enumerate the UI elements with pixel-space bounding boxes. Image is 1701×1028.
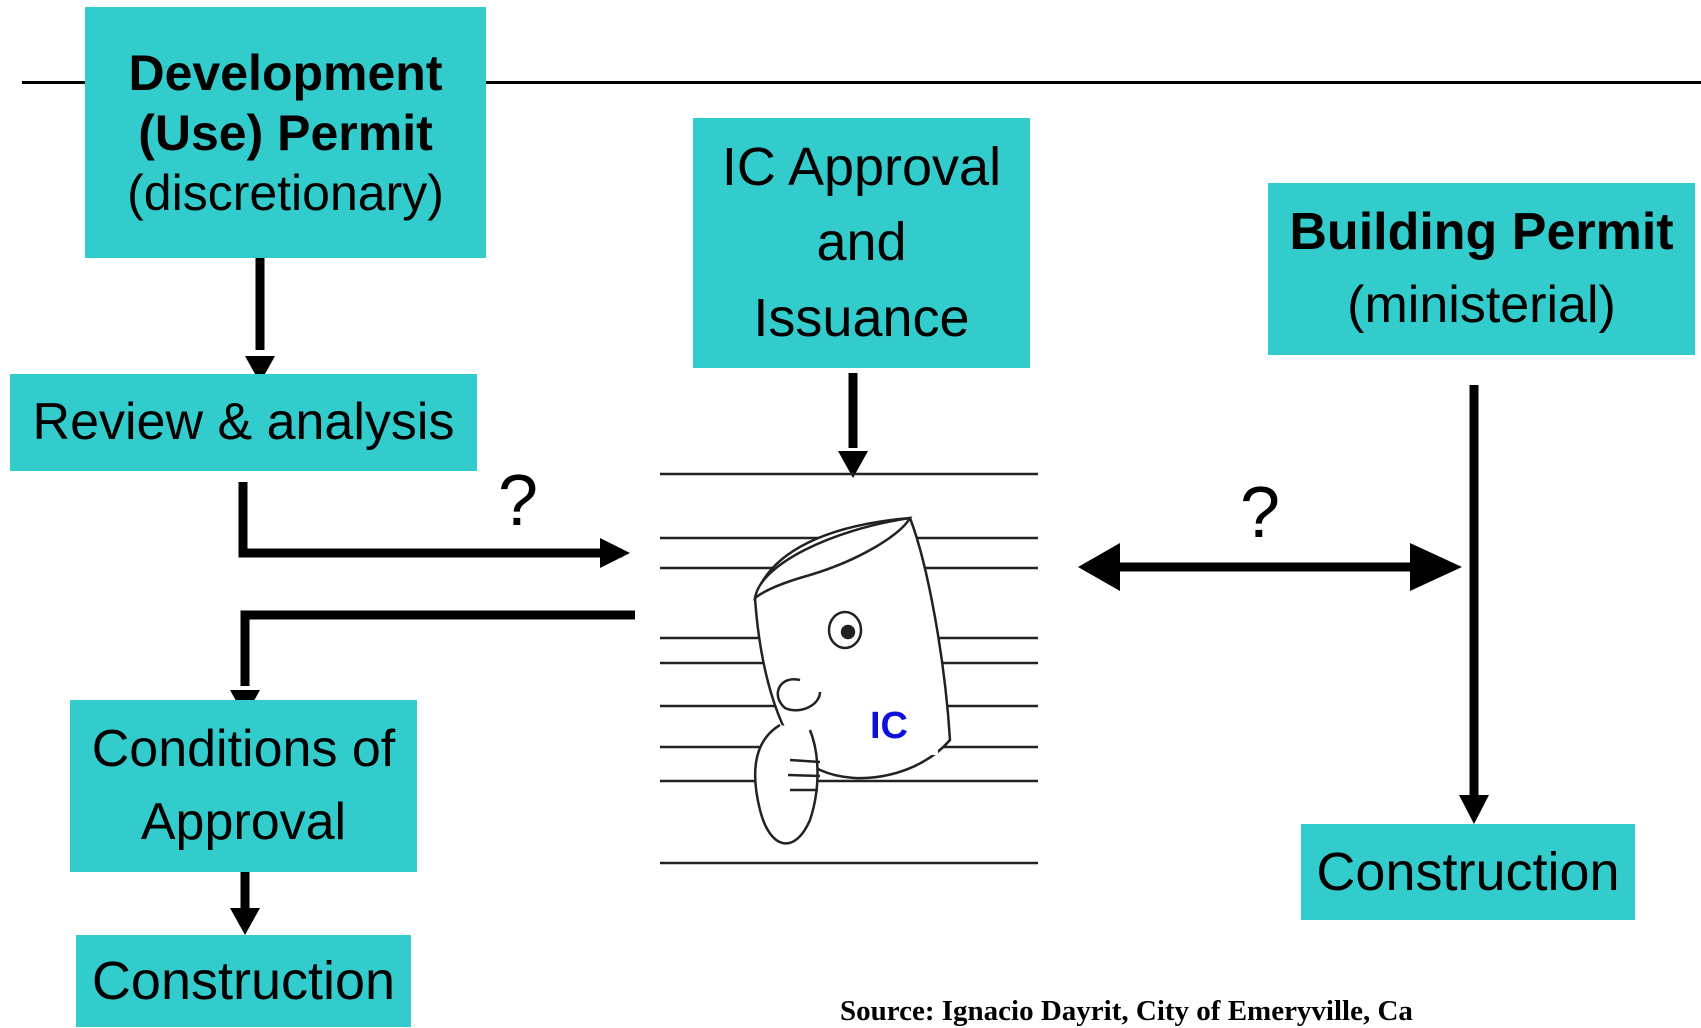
conditions-of-approval-box: Conditions of Approval bbox=[70, 700, 417, 872]
construction-left-box: Construction bbox=[76, 935, 411, 1027]
development-permit-line2: (Use) Permit bbox=[138, 104, 433, 161]
source-credit: Source: Ignacio Dayrit, City of Emeryvil… bbox=[840, 995, 1413, 1027]
development-permit-line3: (discretionary) bbox=[127, 164, 444, 221]
conditions-line1: Conditions of bbox=[91, 720, 396, 779]
question-mark-left: ? bbox=[498, 461, 539, 541]
ic-approval-box: IC Approval and Issuance bbox=[693, 118, 1030, 368]
arrow-review-to-ic bbox=[238, 482, 622, 558]
building-permit-line2: (ministerial) bbox=[1347, 276, 1616, 334]
ic-cartoon-figure bbox=[660, 472, 1038, 865]
construction-right-label: Construction bbox=[1316, 841, 1620, 902]
review-analysis-box: Review & analysis bbox=[10, 374, 477, 471]
question-mark-right: ? bbox=[1240, 473, 1281, 553]
construction-right-box: Construction bbox=[1301, 824, 1635, 920]
development-permit-line1: Development bbox=[128, 44, 443, 101]
header-divider-line bbox=[22, 81, 1701, 84]
ic-label-box bbox=[858, 700, 938, 755]
development-permit-box: Development (Use) Permit (discretionary) bbox=[85, 7, 486, 258]
arrow-ic-to-conditions bbox=[240, 610, 635, 686]
building-permit-line1: Building Permit bbox=[1289, 203, 1674, 262]
ic-approval-line1: IC Approval bbox=[721, 136, 1002, 197]
construction-left-label: Construction bbox=[91, 950, 396, 1011]
ic-approval-line3: Issuance bbox=[753, 287, 970, 348]
review-analysis-label: Review & analysis bbox=[32, 393, 455, 452]
ic-approval-line2: and bbox=[816, 212, 907, 273]
conditions-line2: Approval bbox=[140, 793, 347, 851]
ic-label: IC bbox=[870, 705, 908, 747]
building-permit-box: Building Permit (ministerial) bbox=[1268, 183, 1695, 355]
